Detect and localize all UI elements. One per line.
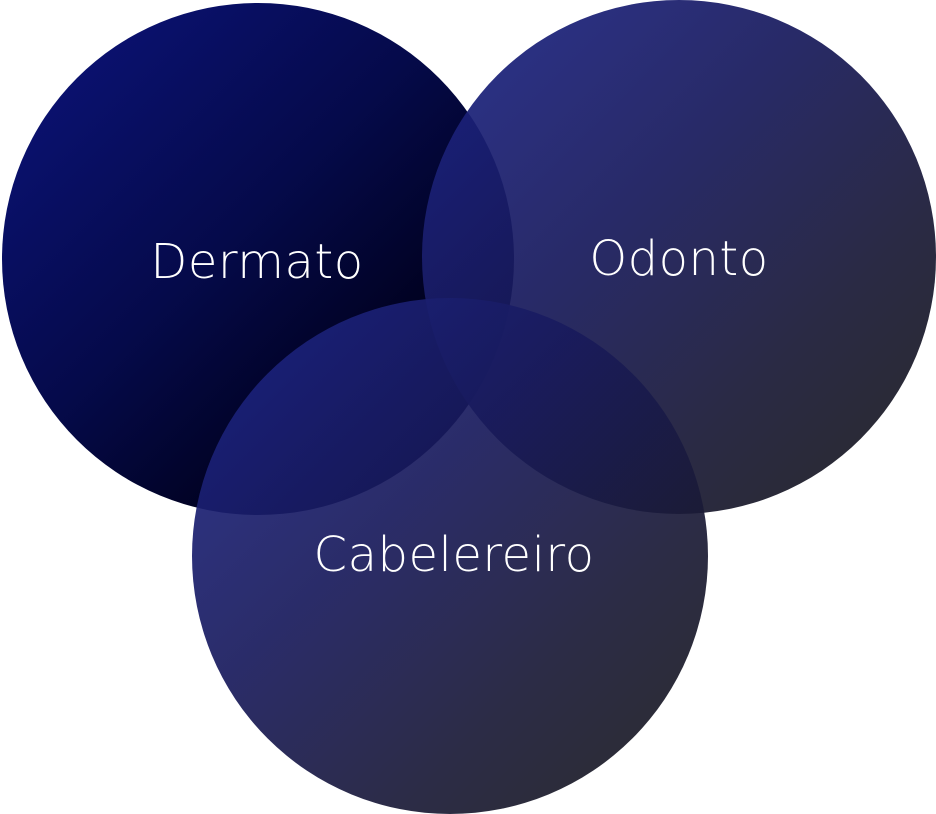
label-odonto: Odonto bbox=[589, 231, 769, 287]
label-dermato: Dermato bbox=[150, 234, 364, 290]
circle-cabelereiro bbox=[192, 298, 708, 814]
label-cabelereiro: Cabelereiro bbox=[313, 527, 595, 583]
